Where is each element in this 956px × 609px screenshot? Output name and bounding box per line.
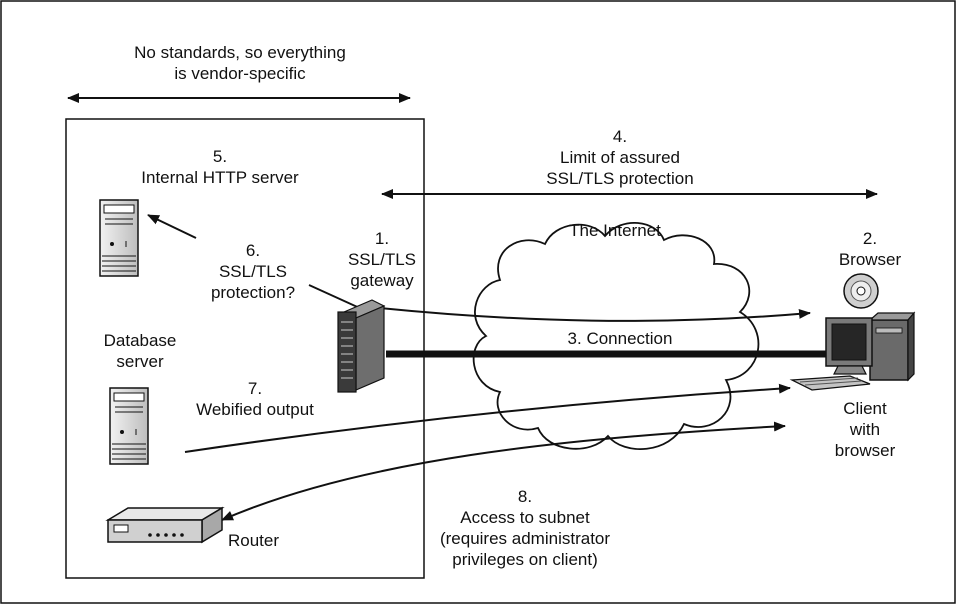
cloud-icon: [472, 222, 760, 450]
subnet-access-label: 8. Access to subnet (requires administra…: [405, 486, 645, 570]
client-computer-icon: [789, 311, 916, 391]
internal-server-arrow: [147, 214, 197, 239]
internal-server-label: 5. Internal HTTP server: [105, 146, 335, 188]
router-label: Router: [228, 531, 280, 550]
database-server-icon: [109, 387, 149, 465]
client-line3: browser: [834, 441, 896, 460]
limit-label-line3: SSL/TLS protection: [546, 169, 694, 188]
browser-line2: Browser: [838, 250, 902, 269]
gateway-line3: gateway: [350, 271, 414, 290]
client-label: Client with browser: [805, 398, 925, 461]
browser-label: 2. Browser: [815, 228, 925, 270]
top-note: No standards, so everything is vendor-sp…: [60, 42, 420, 84]
client-line2: with: [849, 420, 881, 439]
gateway-line1: 1.: [374, 229, 390, 248]
gateway-browser-arrow: [379, 307, 811, 322]
limit-label-line2: Limit of assured: [560, 148, 680, 167]
subnet-access-line4: privileges on client): [452, 550, 598, 569]
vendor-zone-box: [65, 118, 425, 579]
protection-question-line1: 6.: [245, 241, 261, 260]
internet-label: The Internet: [569, 221, 661, 240]
protection-question-label: 6. SSL/TLS protection?: [178, 240, 328, 303]
router-icon: [105, 506, 225, 544]
webified-output-line1: 7.: [247, 379, 263, 398]
server-icon: [99, 199, 139, 277]
subnet-access-line2: Access to subnet: [460, 508, 590, 527]
database-server-label: Database server: [75, 330, 205, 372]
webified-output-label: 7. Webified output: [170, 378, 340, 420]
internal-server-line2: Internal HTTP server: [141, 168, 299, 187]
gateway-server-icon: [337, 299, 386, 393]
database-server-line1: Database: [103, 331, 177, 350]
client-line1: Client: [843, 399, 887, 418]
protection-pointer: [308, 284, 365, 311]
protection-question-line2: SSL/TLS: [218, 262, 288, 281]
top-note-line1: No standards, so everything: [134, 43, 346, 62]
protection-question-line3: protection?: [210, 283, 296, 302]
cd-icon: [843, 273, 879, 309]
subnet-access-arrow: [221, 421, 786, 521]
browser-line1: 2.: [862, 229, 878, 248]
database-server-line2: server: [116, 352, 164, 371]
limit-label-line1: 4.: [612, 127, 628, 146]
subnet-access-line1: 8.: [517, 487, 533, 506]
gateway-line2: SSL/TLS: [347, 250, 417, 269]
internal-server-line1: 5.: [212, 147, 228, 166]
top-note-line2: is vendor-specific: [174, 64, 306, 83]
connection-label: 3. Connection: [567, 329, 673, 348]
subnet-access-line3: (requires administrator: [439, 529, 611, 548]
webified-output-line2: Webified output: [196, 400, 314, 419]
limit-label: 4. Limit of assured SSL/TLS protection: [500, 126, 740, 189]
gateway-label: 1. SSL/TLS gateway: [327, 228, 437, 291]
